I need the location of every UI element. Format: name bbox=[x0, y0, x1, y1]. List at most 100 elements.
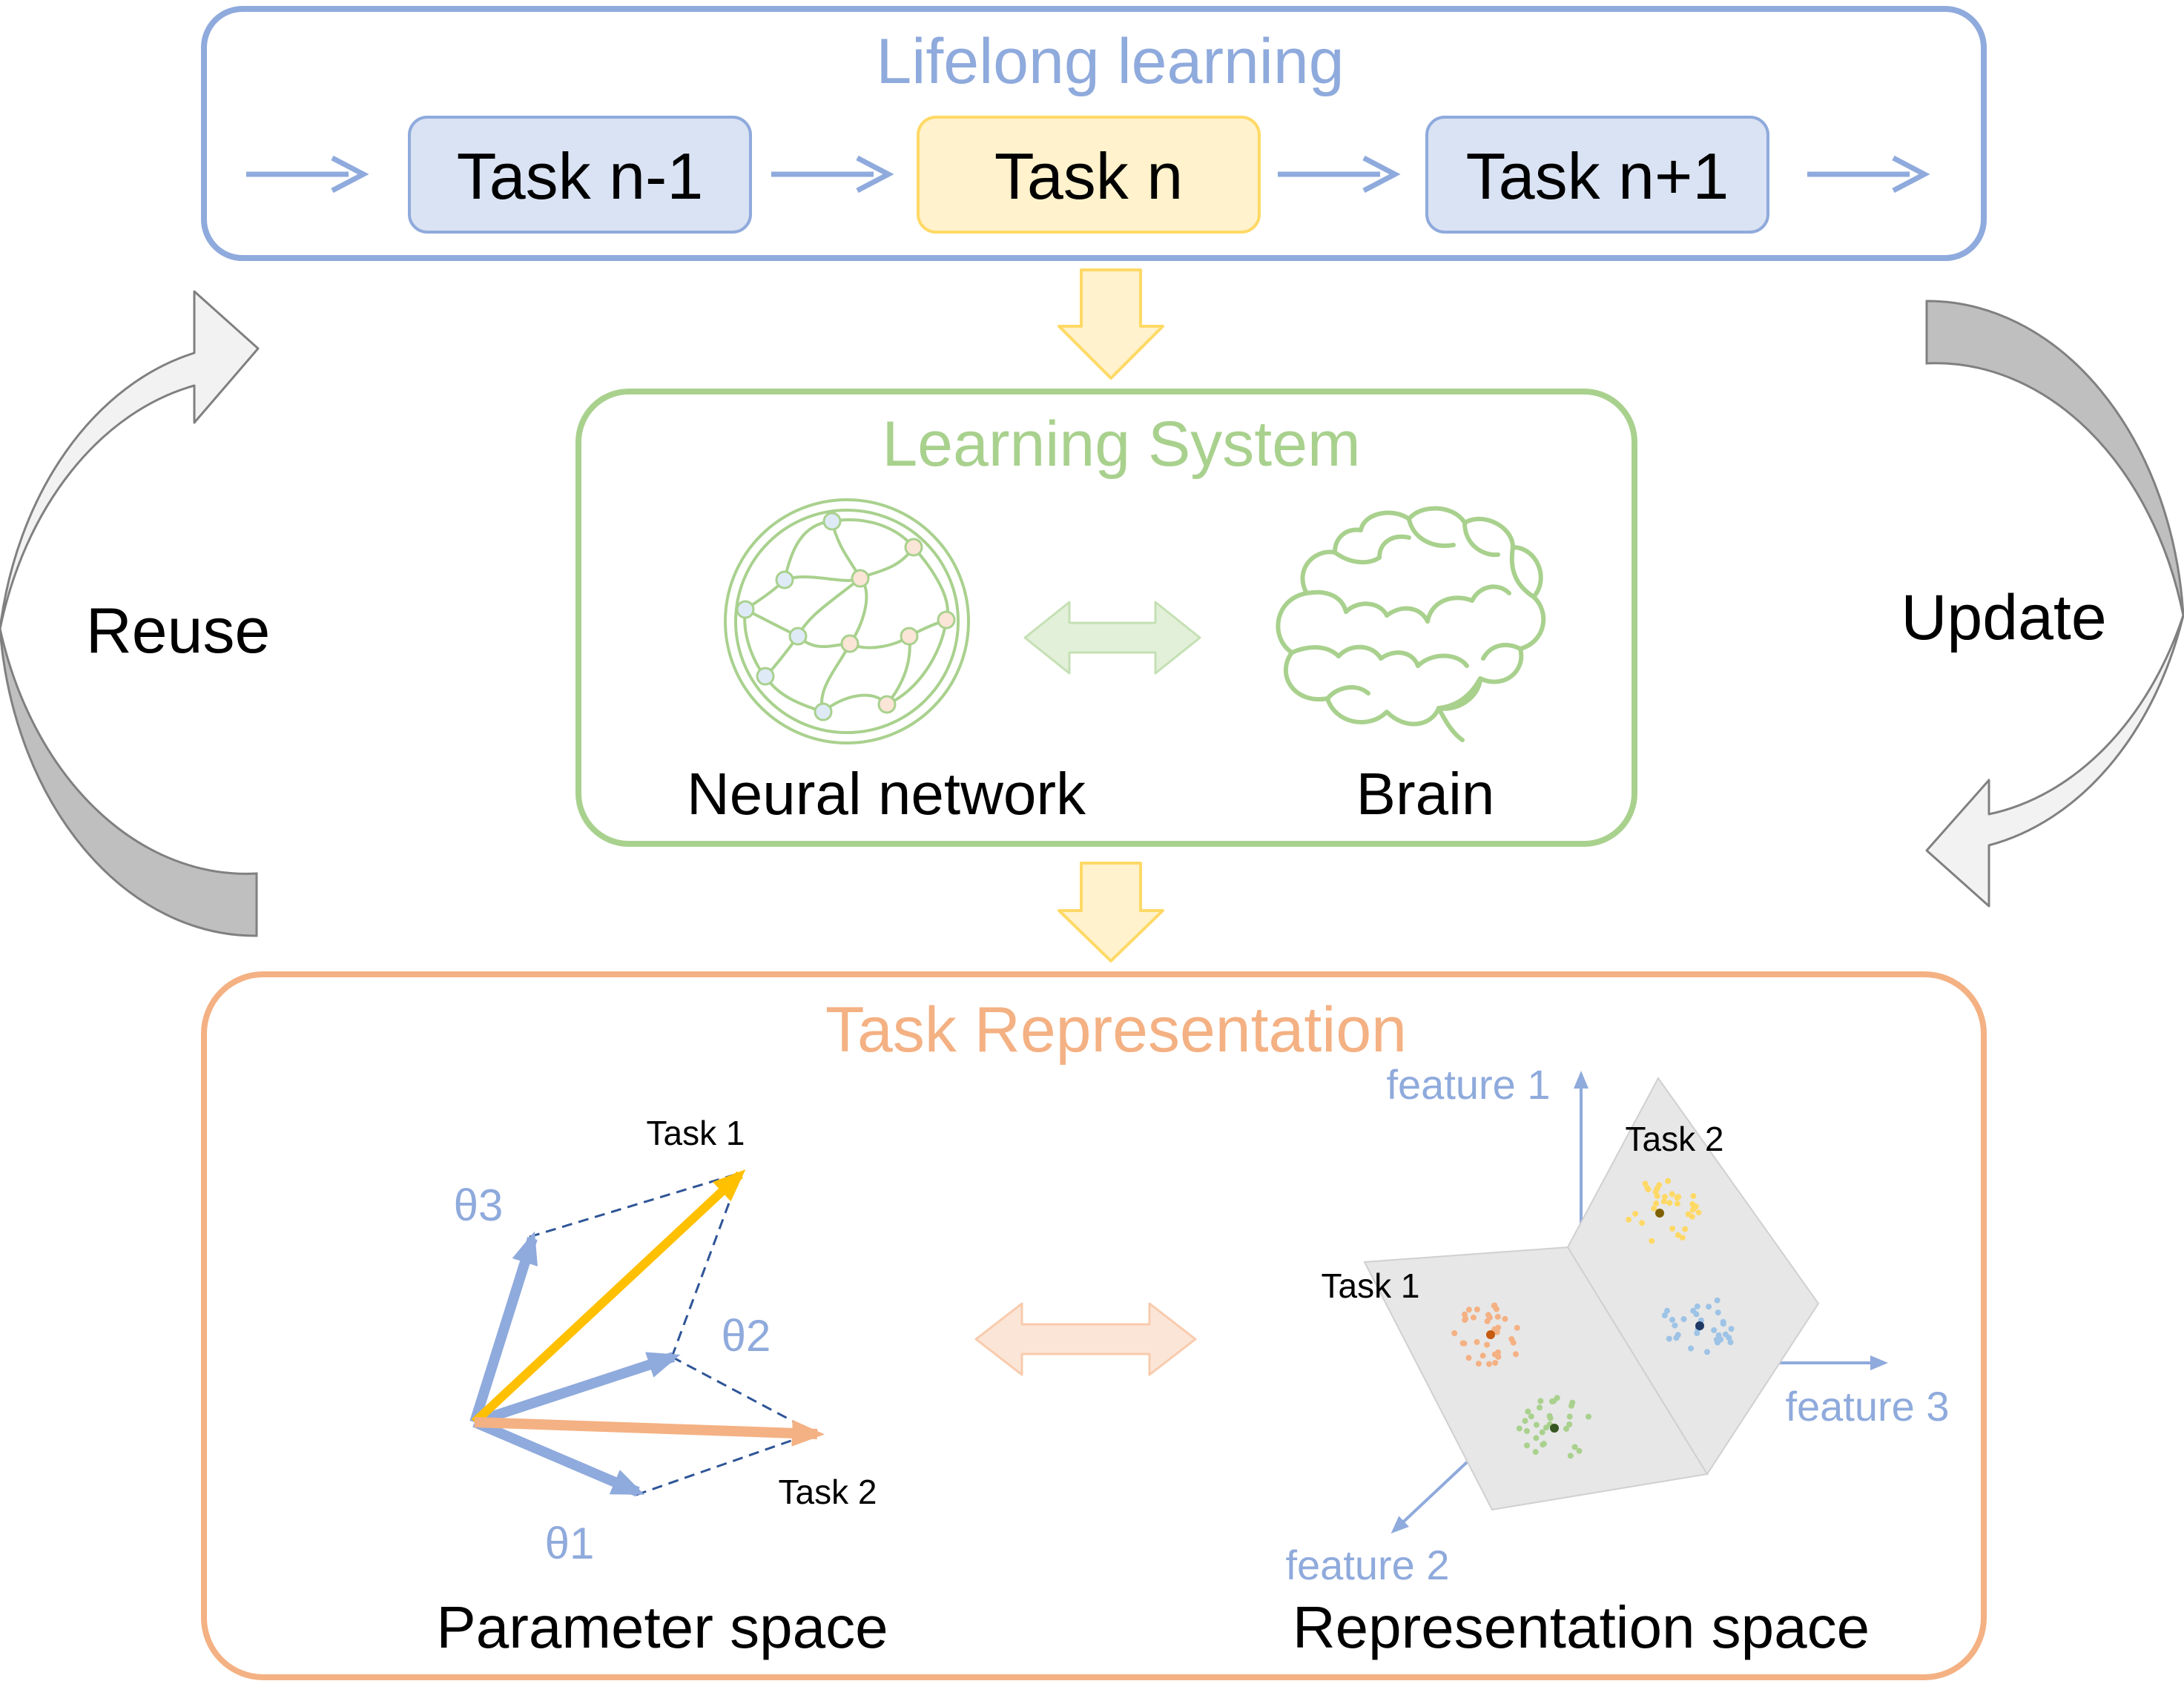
cluster-point bbox=[1486, 1361, 1492, 1367]
cluster-point bbox=[1502, 1315, 1508, 1322]
cluster-point bbox=[1711, 1327, 1718, 1333]
cluster-point bbox=[1649, 1238, 1655, 1244]
cluster-point bbox=[1537, 1404, 1543, 1411]
flow-arrow-1 bbox=[771, 155, 894, 194]
cluster-point bbox=[1727, 1339, 1734, 1346]
cluster-point bbox=[1510, 1339, 1517, 1346]
cluster-green bbox=[1516, 1395, 1591, 1459]
cluster-point bbox=[1492, 1360, 1499, 1366]
cluster-point bbox=[1566, 1421, 1573, 1427]
lifelong-learning-panel: Lifelong learning Task n-1 Task n bbox=[201, 6, 1987, 261]
reuse-arrow-shading bbox=[0, 628, 258, 937]
cluster-task2-yellow bbox=[1626, 1178, 1702, 1244]
cluster-point bbox=[1669, 1191, 1675, 1198]
cluster-point bbox=[1674, 1200, 1680, 1207]
rep-task2-label: Task 2 bbox=[1626, 1120, 1724, 1158]
cluster-point bbox=[1672, 1322, 1678, 1329]
cluster-centroid bbox=[1550, 1424, 1559, 1433]
cluster-point bbox=[1451, 1330, 1458, 1336]
learning-system-title: Learning System bbox=[882, 409, 1360, 480]
cluster-point bbox=[1690, 1307, 1697, 1314]
feature2-axis bbox=[1390, 1461, 1468, 1534]
task1-parameter-vector bbox=[471, 1169, 746, 1426]
cluster-point bbox=[1669, 1225, 1676, 1232]
cluster-point bbox=[1462, 1315, 1469, 1322]
cluster-centroid bbox=[1486, 1330, 1495, 1339]
cluster-point bbox=[1563, 1425, 1569, 1432]
cluster-point bbox=[1669, 1316, 1675, 1323]
cluster-point bbox=[1522, 1418, 1528, 1424]
down-arrow-upper bbox=[1058, 268, 1164, 380]
cluster-point bbox=[1569, 1399, 1576, 1406]
cluster-point bbox=[1728, 1326, 1735, 1332]
cluster-point bbox=[1664, 1307, 1670, 1314]
cluster-point bbox=[1567, 1453, 1574, 1459]
cluster-point bbox=[1680, 1316, 1687, 1322]
cluster-point bbox=[1551, 1398, 1557, 1404]
feature-plane-right bbox=[1566, 1077, 1820, 1476]
representation-space-figure: Task 1 Task 2 feature 1 feature 2 featur… bbox=[1285, 1061, 1949, 1660]
theta3-vector bbox=[469, 1231, 538, 1424]
learning-system-panel: Learning System bbox=[575, 389, 1637, 847]
reuse-arrow-body bbox=[0, 290, 260, 630]
parameter-space-caption: Parameter space bbox=[436, 1594, 888, 1660]
cluster-point bbox=[1484, 1341, 1491, 1348]
task-box-previous: Task n-1 bbox=[408, 116, 752, 234]
cluster-point bbox=[1715, 1332, 1722, 1338]
task-box-current: Task n bbox=[917, 116, 1261, 234]
param-task1-label: Task 1 bbox=[647, 1114, 745, 1152]
cluster-point bbox=[1491, 1351, 1498, 1358]
theta1-label: θ1 bbox=[545, 1519, 595, 1568]
cluster-point bbox=[1685, 1211, 1692, 1218]
cluster-point bbox=[1494, 1313, 1501, 1320]
brain-icon bbox=[1276, 506, 1546, 742]
cluster-point bbox=[1586, 1413, 1591, 1420]
parameter-representation-double-arrow bbox=[974, 1302, 1197, 1376]
cluster-point bbox=[1461, 1340, 1468, 1347]
cluster-point bbox=[1706, 1304, 1712, 1310]
cluster-point bbox=[1661, 1312, 1668, 1318]
cluster-point bbox=[1704, 1349, 1710, 1355]
task-box-next: Task n+1 bbox=[1425, 116, 1769, 234]
cluster-point bbox=[1513, 1351, 1519, 1358]
cluster-point bbox=[1546, 1413, 1553, 1419]
cluster-point bbox=[1474, 1307, 1480, 1312]
cluster-point bbox=[1571, 1444, 1578, 1450]
update-label: Update bbox=[1901, 582, 2106, 653]
cluster-point bbox=[1694, 1303, 1700, 1309]
cluster-point bbox=[1576, 1447, 1583, 1454]
cluster-point bbox=[1566, 1413, 1573, 1420]
cluster-point bbox=[1675, 1194, 1682, 1200]
cluster-point bbox=[1653, 1200, 1660, 1206]
cluster-point bbox=[1632, 1211, 1639, 1217]
cluster-point bbox=[1690, 1192, 1697, 1199]
update-arrow bbox=[1925, 300, 2184, 908]
cluster-point bbox=[1528, 1413, 1534, 1420]
theta2-vector bbox=[472, 1352, 681, 1427]
cluster-point bbox=[1475, 1361, 1482, 1367]
down-arrow-lower bbox=[1058, 862, 1164, 962]
cluster-point bbox=[1479, 1352, 1486, 1359]
task-box-next-label: Task n+1 bbox=[1466, 139, 1729, 213]
cluster-point bbox=[1651, 1205, 1657, 1212]
cluster-point bbox=[1474, 1338, 1480, 1345]
cluster-blue bbox=[1661, 1297, 1735, 1355]
cluster-point bbox=[1666, 1200, 1673, 1206]
task-box-previous-label: Task n-1 bbox=[457, 139, 704, 213]
cluster-point bbox=[1514, 1324, 1520, 1331]
task-representation-title: Task Representation bbox=[825, 994, 1407, 1066]
feature1-label: feature 1 bbox=[1386, 1061, 1550, 1108]
cluster-point bbox=[1654, 1193, 1660, 1200]
cluster-point bbox=[1532, 1449, 1539, 1456]
cluster-point bbox=[1660, 1198, 1667, 1205]
cluster-point bbox=[1523, 1427, 1530, 1434]
cluster-point bbox=[1688, 1345, 1694, 1352]
cluster-point bbox=[1516, 1425, 1522, 1432]
update-arrow-body bbox=[1925, 614, 2184, 908]
cluster-point bbox=[1537, 1398, 1544, 1404]
cluster-task1-orange bbox=[1451, 1302, 1520, 1367]
feature3-label: feature 3 bbox=[1785, 1383, 1949, 1430]
cluster-point bbox=[1695, 1209, 1702, 1216]
flow-arrow-out bbox=[1807, 155, 1930, 194]
